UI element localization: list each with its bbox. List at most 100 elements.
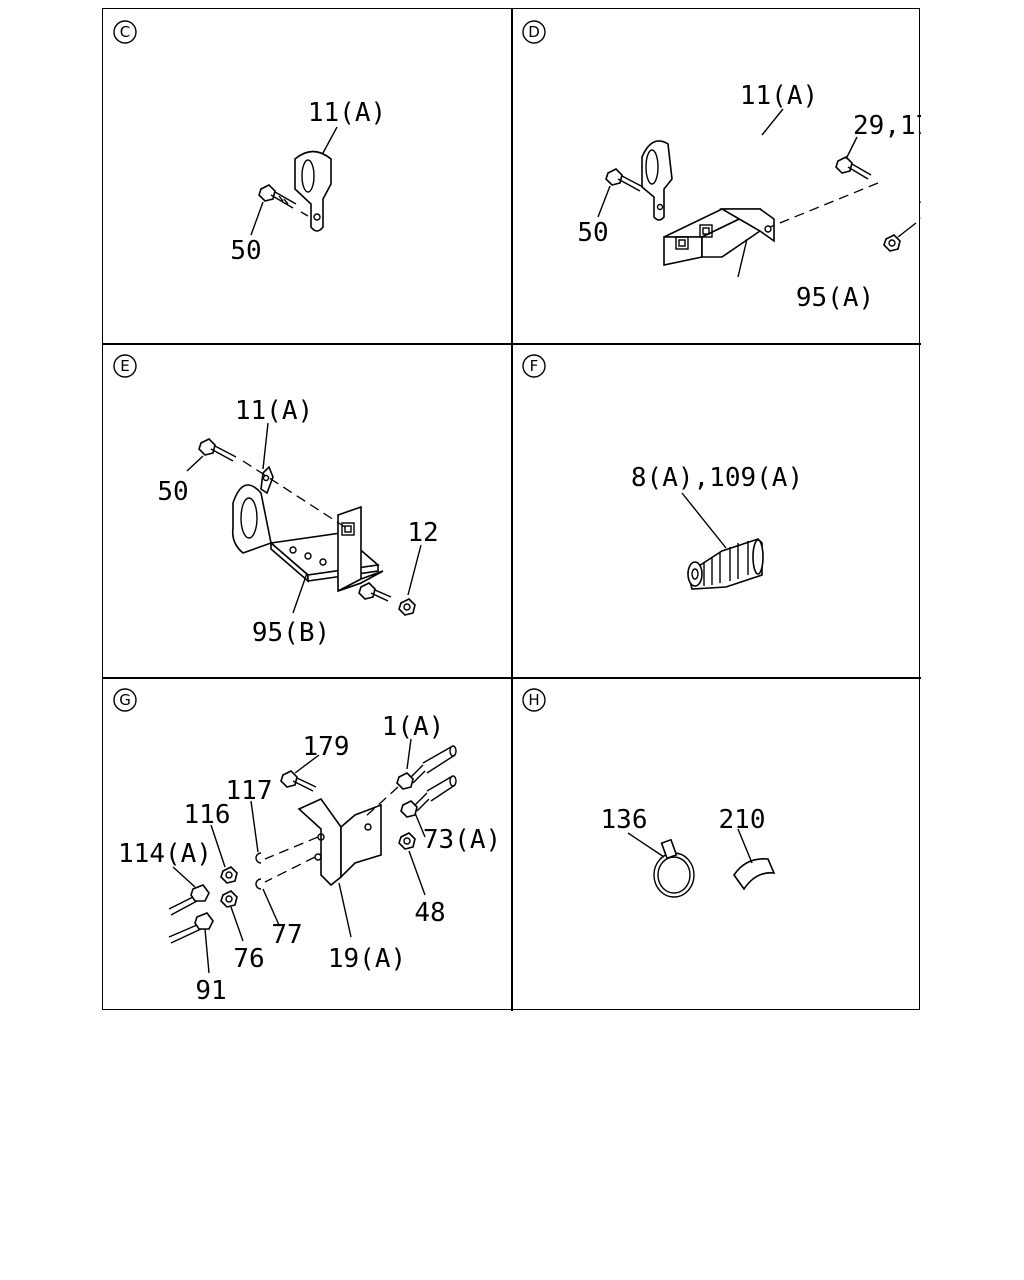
bolt-50 — [198, 438, 237, 462]
panel-g-id: G — [119, 691, 131, 709]
label-117: 117 — [226, 776, 273, 806]
assembly-line-d — [769, 182, 879, 228]
sensor-91 — [168, 912, 214, 944]
label-12: 12 — [407, 518, 438, 548]
label-116: 116 — [184, 800, 231, 830]
label-50: 50 — [230, 236, 261, 266]
bolt-12 — [358, 582, 392, 602]
label-136: 136 — [601, 805, 648, 835]
label-11a: 11(A) — [740, 81, 818, 111]
panel-f-marker: F — [522, 354, 546, 378]
bracket-95b — [269, 505, 384, 593]
label-50: 50 — [157, 477, 188, 507]
clip-11a — [231, 465, 274, 554]
connector-73a — [400, 775, 457, 818]
panel-c-marker: C — [113, 20, 137, 44]
leader-29-178 — [845, 136, 858, 160]
panel-g: G — [103, 677, 512, 1011]
leader-c-bolt — [300, 211, 309, 217]
assembly-line-g2 — [264, 836, 319, 860]
grid-divider-vertical — [511, 9, 513, 1011]
panel-h-id: H — [528, 691, 539, 709]
label-11a: 11(A) — [308, 98, 386, 128]
label-12: 12 — [917, 196, 921, 226]
leader-114a — [172, 866, 196, 888]
leader-11a — [761, 108, 784, 136]
nut-12 — [883, 234, 901, 252]
leader-11a — [322, 126, 338, 154]
panel-e-marker: E — [113, 354, 137, 378]
panel-e-id: E — [120, 357, 129, 375]
leader-91 — [204, 928, 210, 974]
label-95b: 95(B) — [252, 618, 330, 648]
parts-diagram-grid: C 11(A) 50 — [102, 8, 921, 1011]
leader-76 — [230, 906, 244, 942]
nut-116 — [220, 866, 238, 884]
leader-95b — [292, 572, 308, 614]
label-73a: 73(A) — [423, 825, 501, 855]
bracket-19a — [297, 797, 382, 887]
panel-g-marker: G — [113, 688, 137, 712]
panel-f-drawing: F 8(A),109(A) — [522, 354, 803, 590]
label-114a: 114(A) — [118, 839, 212, 869]
leader-179 — [294, 754, 320, 774]
label-1a: 1(A) — [382, 712, 445, 742]
label-8a-109a: 8(A),109(A) — [631, 463, 803, 493]
panel-e: E — [103, 343, 512, 677]
label-50: 50 — [577, 218, 608, 248]
panel-e-drawing: E — [113, 354, 439, 648]
nut-48 — [398, 832, 416, 850]
label-210: 210 — [719, 805, 766, 835]
label-179: 179 — [303, 732, 350, 762]
grid-divider-horizontal-2 — [103, 677, 921, 679]
leader-77 — [262, 888, 280, 926]
leader-95a — [737, 238, 748, 278]
label-29-178: 29,178 — [853, 111, 921, 141]
panel-h: H 136 210 — [512, 677, 921, 1011]
panel-c: C 11(A) 50 — [103, 9, 512, 343]
leader-11a — [262, 422, 269, 470]
clip-11a — [294, 150, 332, 232]
label-77: 77 — [271, 920, 302, 950]
leader-19a — [338, 882, 352, 938]
label-91: 91 — [195, 976, 226, 1006]
label-19a: 19(A) — [328, 944, 406, 974]
label-76: 76 — [233, 944, 264, 974]
leader-12 — [897, 222, 917, 238]
panel-d-id: D — [528, 23, 540, 41]
label-95a: 95(A) — [796, 283, 874, 313]
bolt-29-178 — [835, 156, 872, 180]
leader-48 — [408, 850, 426, 896]
bolt-50 — [605, 168, 644, 192]
panel-f-id: F — [530, 357, 539, 375]
leader-210 — [737, 828, 753, 864]
panel-c-id: C — [120, 23, 130, 41]
leader-116 — [210, 824, 226, 868]
connector-1a — [396, 745, 457, 790]
bolt-179 — [280, 770, 317, 792]
panel-g-drawing: G — [113, 688, 501, 1006]
assembly-line-g3 — [264, 856, 316, 883]
leader-117 — [250, 800, 259, 853]
leader-1a — [406, 738, 412, 770]
panel-h-drawing: H 136 210 — [522, 688, 776, 898]
nut-76 — [220, 890, 238, 908]
label-11a: 11(A) — [235, 396, 313, 426]
leader-73a — [414, 812, 426, 838]
clip-117 — [255, 852, 262, 864]
panel-h-marker: H — [522, 688, 546, 712]
panel-f: F 8(A),109(A) — [512, 343, 921, 677]
label-48: 48 — [414, 898, 445, 928]
leader-136 — [627, 832, 665, 858]
protector-210 — [733, 858, 776, 891]
panel-d-drawing: D — [522, 20, 921, 313]
clip-11a — [641, 140, 673, 221]
panel-c-drawing: C 11(A) 50 — [113, 20, 386, 266]
clamp-136 — [653, 838, 695, 898]
bolt-50 — [258, 184, 297, 209]
panel-d: D — [512, 9, 921, 343]
nut-12 — [398, 598, 416, 616]
leader-50 — [186, 455, 204, 472]
grid-divider-horizontal-1 — [103, 343, 921, 345]
panel-d-marker: D — [522, 20, 546, 44]
